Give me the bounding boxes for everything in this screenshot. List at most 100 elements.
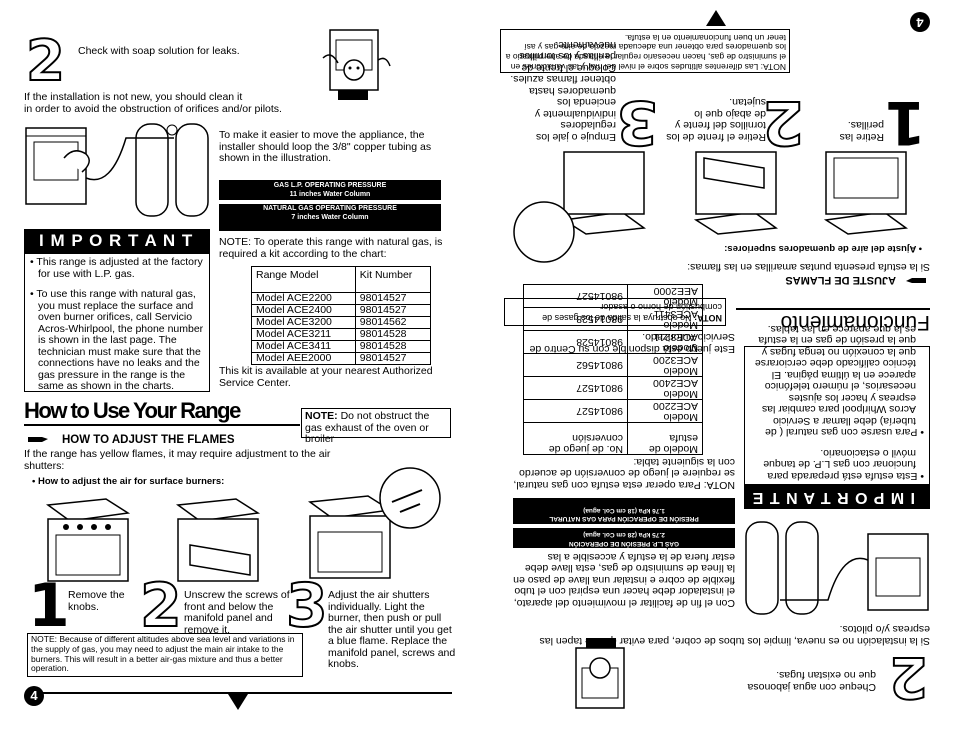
- table-cell: 98014527: [354, 304, 432, 317]
- step1-label: Remove the knobs.: [68, 589, 125, 613]
- important-bullet-2: • Para usarse con gas natural ( de tuber…: [754, 323, 924, 439]
- step3-label: Adjust the air shutters individually. Li…: [328, 589, 456, 670]
- altitude-note-box: NOTE: Because of different altitudes abo…: [27, 633, 303, 677]
- adjust-heading: HOW TO ADJUST THE FLAMES: [62, 434, 235, 446]
- note-label: NOTA:: [694, 313, 722, 323]
- step-number-1: 1: [28, 571, 70, 641]
- range-step2-illustration: [175, 498, 261, 582]
- lp-pressure-box: GAS L.P. OPERATING PRESSURE 11 inches Wa…: [219, 180, 441, 200]
- table-cell: Modelo ACE3200: [627, 353, 703, 377]
- page-number-badge: 4: [910, 12, 930, 32]
- left-page: 2 Check with soap solution for leaks. If…: [24, 29, 456, 710]
- important-title: I M P O R T A N T: [25, 230, 209, 254]
- how-to-title: Funcionamiento: [780, 311, 930, 334]
- important-box: I M P O R T A N T E • Esta estufa está p…: [744, 323, 930, 509]
- range-step3-illustration: [307, 467, 441, 579]
- table-cell: Model ACE2400: [251, 304, 356, 317]
- note-obstruct-box: NOTE: Do not obstruct the gas exhaust of…: [301, 408, 451, 445]
- range-and-tanks-illustration: [745, 521, 929, 615]
- important-bullet-2: • To use this range with natural gas, yo…: [30, 288, 204, 392]
- step1-label: Retire las perillas.: [839, 119, 884, 144]
- table-cell: 98014562: [354, 316, 432, 329]
- new-install-text: If the installation is not new, you shou…: [24, 91, 282, 115]
- table-header: No. de juego de conversión: [523, 422, 628, 455]
- natural-gas-note: NOTE: To operate this range with natural…: [219, 236, 443, 260]
- kit-available-text: This kit is available at your nearest Au…: [219, 365, 433, 389]
- range-step1-illustration: [823, 151, 909, 235]
- table-cell: Model ACE2200: [251, 292, 356, 305]
- title-rule: [24, 424, 300, 426]
- new-install-text: Si la instalación no es nueva, limpie lo…: [539, 623, 930, 648]
- adjust-text: If the range has yellow flames, it may r…: [24, 448, 331, 472]
- table-header: Modelo de estufa: [627, 422, 703, 455]
- right-page: 2 Cheque con agua jabonosa que no exista…: [477, 0, 954, 738]
- step-number-2b: 2: [761, 86, 805, 158]
- table-cell: Modelo ACE2400: [627, 376, 703, 400]
- down-arrow-icon: [228, 694, 248, 710]
- step-number-1: 1: [884, 87, 926, 157]
- step-number-2: 2: [25, 29, 66, 94]
- lp-pressure-box: GAS L.P. PRESIÓN DE OPERACIÓN 2.75 kPa (…: [513, 528, 735, 548]
- pointing-hand-icon: [28, 437, 48, 442]
- table-cell: 98014528: [354, 328, 432, 341]
- table-cell: 98014527: [523, 376, 628, 400]
- natural-pressure-box: PRESIÓN DE OPERACIÓN PARA GAS NATURAL 1.…: [513, 498, 735, 524]
- how-to-title: How to Use Your Range: [24, 398, 241, 423]
- surface-burners-heading: • How to adjust the air for surface burn…: [32, 476, 225, 487]
- pointing-hand-icon: [906, 278, 926, 283]
- note-obstruct-text: Do not obstruct the gas exhaust of the o…: [305, 410, 430, 445]
- table-header: Range Model: [251, 266, 356, 293]
- range-step3-illustration: [513, 151, 647, 263]
- table-cell: 98014527: [354, 292, 432, 305]
- step-number-2: 2: [888, 643, 929, 710]
- table-cell: 98014528: [354, 340, 432, 353]
- table-cell: 98014527: [523, 399, 628, 423]
- table-header-row: Range Model Kit Number: [251, 266, 432, 293]
- natural-gas-note: NOTA: Para operar esta estufa con gas na…: [513, 456, 735, 491]
- range-and-tanks-illustration: [25, 123, 209, 217]
- table-header: Kit Number: [354, 266, 432, 293]
- note-obstruct-box: NOTA: No obstruya la salida de los gases…: [504, 298, 726, 326]
- natural-pressure-box: NATURAL GAS OPERATING PRESSURE 7 inches …: [219, 204, 441, 231]
- table-cell: Modelo ACE2200: [627, 399, 703, 423]
- important-bullet-1: • This range is adjusted at the factory …: [30, 256, 203, 280]
- table-header-row: Modelo de estufa No. de juego de convers…: [523, 422, 703, 455]
- table-cell: 98014562: [523, 353, 628, 377]
- adjust-heading: AJUSTE DE FLAMAS: [785, 274, 896, 286]
- down-arrow-icon: [706, 10, 726, 26]
- step-number-2b: 2: [139, 571, 183, 641]
- step2-label: Retire el frente de los tornillos del fr…: [666, 96, 766, 144]
- step2-text: Cheque con agua jabonosa que no existan …: [747, 669, 876, 694]
- note-label: NOTE:: [305, 410, 338, 422]
- loop-text: To make it easier to move the appliance,…: [219, 129, 432, 164]
- range-step2-illustration: [693, 151, 779, 235]
- title-rule: [736, 308, 930, 310]
- step2-label: Unscrew the screws of front and below th…: [184, 589, 290, 636]
- important-title: I M P O R T A N T E: [745, 484, 929, 508]
- surface-burners-heading: • Ajuste del aire de quemadores superior…: [724, 243, 922, 254]
- table-cell: Model ACE3211: [251, 328, 356, 341]
- table-cell: Model ACE3411: [251, 340, 356, 353]
- step-number-3: 3: [285, 571, 329, 641]
- page-number-badge: 4: [24, 686, 44, 706]
- altitude-note-box: NOTA: Las diferentes altitudes sobre el …: [500, 29, 790, 73]
- table-cell: Model ACE3200: [251, 316, 356, 329]
- table-cell: 98014527: [354, 352, 432, 365]
- table-cell: Model AEE2000: [251, 352, 356, 365]
- loop-text: Con el fin de facilitar el movimiento de…: [513, 540, 735, 610]
- range-step1-illustration: [45, 498, 131, 582]
- kit-available-text: Este juego está disponible con su Centro…: [529, 331, 735, 356]
- technician-illustration: [575, 638, 625, 709]
- important-box: I M P O R T A N T • This range is adjust…: [24, 229, 210, 392]
- technician-illustration: [322, 29, 391, 100]
- step2-text: Check with soap solution for leaks.: [78, 45, 240, 57]
